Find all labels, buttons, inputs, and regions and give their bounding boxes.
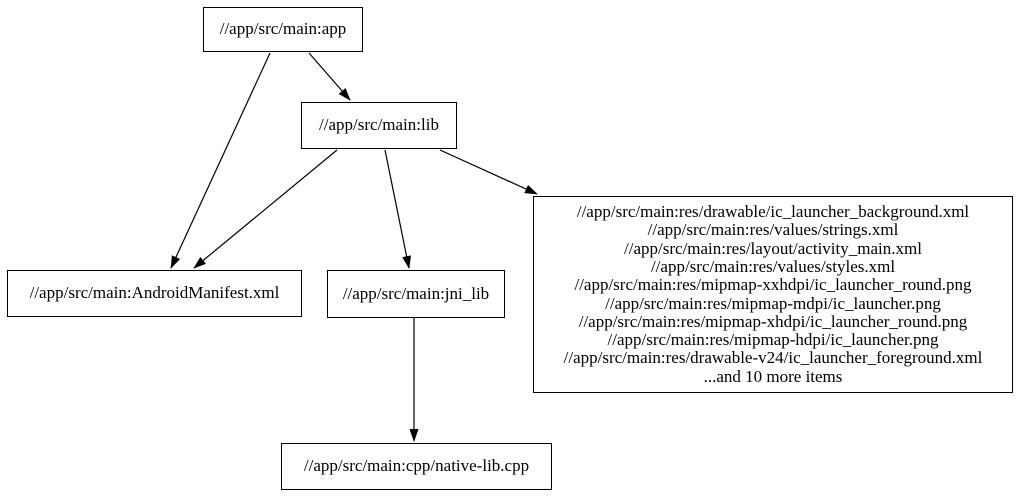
res-line: //app/src/main:res/drawable-v24/ic_launc… bbox=[563, 348, 983, 368]
node-android-manifest: //app/src/main:AndroidManifest.xml bbox=[7, 270, 302, 317]
node-lib: //app/src/main:lib bbox=[301, 102, 457, 149]
node-res-group: //app/src/main:res/drawable/ic_launcher_… bbox=[533, 196, 1013, 393]
res-line: //app/src/main:res/drawable/ic_launcher_… bbox=[576, 202, 970, 222]
node-app: //app/src/main:app bbox=[203, 7, 363, 52]
node-lib-label: //app/src/main:lib bbox=[319, 115, 439, 135]
node-app-label: //app/src/main:app bbox=[219, 19, 347, 39]
node-native-lib-cpp-label: //app/src/main:cpp/native-lib.cpp bbox=[303, 456, 530, 476]
node-jni-lib: //app/src/main:jni_lib bbox=[327, 270, 505, 318]
edge-app-to-manifest bbox=[170, 52, 271, 269]
edge-lib-to-res-group bbox=[439, 149, 538, 195]
node-native-lib-cpp: //app/src/main:cpp/native-lib.cpp bbox=[281, 443, 552, 490]
edge-lib-to-manifest bbox=[193, 149, 338, 269]
res-line: //app/src/main:res/mipmap-xxhdpi/ic_laun… bbox=[574, 275, 972, 295]
res-line: //app/src/main:res/values/styles.xml bbox=[650, 256, 896, 276]
res-line: //app/src/main:res/layout/activity_main.… bbox=[624, 238, 922, 258]
node-android-manifest-label: //app/src/main:AndroidManifest.xml bbox=[29, 283, 280, 303]
res-line: //app/src/main:res/mipmap-hdpi/ic_launch… bbox=[607, 330, 939, 350]
res-line: //app/src/main:res/mipmap-xhdpi/ic_launc… bbox=[578, 311, 968, 331]
res-line: //app/src/main:res/mipmap-mdpi/ic_launch… bbox=[605, 293, 941, 313]
node-jni-lib-label: //app/src/main:jni_lib bbox=[342, 283, 490, 303]
res-more-items-line: ...and 10 more items bbox=[703, 366, 843, 386]
edge-app-to-lib bbox=[308, 52, 351, 101]
edge-lib-to-jni-lib bbox=[384, 149, 412, 269]
res-line: //app/src/main:res/values/strings.xml bbox=[647, 220, 899, 240]
